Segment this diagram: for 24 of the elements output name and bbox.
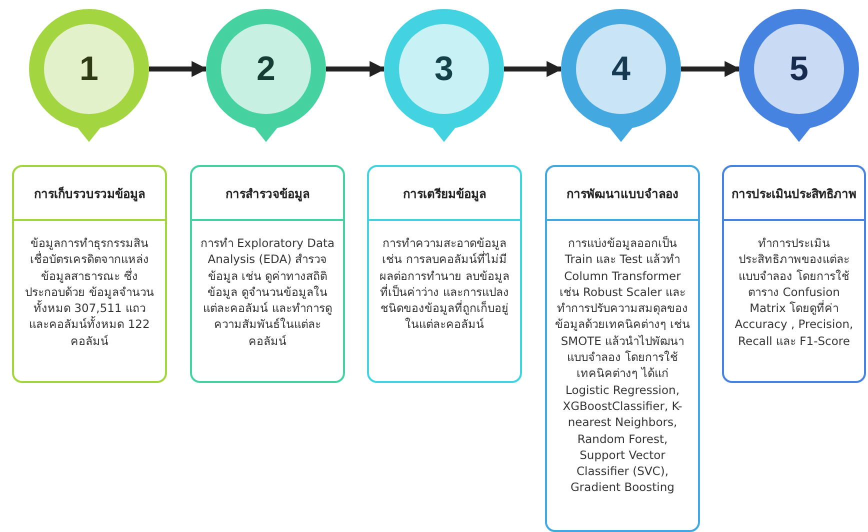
- step-card: [190, 165, 345, 383]
- card-heading: การเตรียมข้อมูล: [403, 186, 486, 202]
- step-number: 4: [610, 49, 632, 89]
- step-number: 3: [434, 49, 454, 89]
- card-heading: การประเมินประสิทธิภาพ: [732, 186, 856, 202]
- card-description: การแบ่งข้อมูลออกเป็น Train และ Test แล้วทำ Column Transformer เช่น Robust Scaler และทำการปรับความสมดุลของข้อมูลด้วยเทคนิคต่างๆ เช่น SMOTE แล้วนำไปพัฒนาแบบจำลอง โดยการใช้เทคนิคต่างๆ ได้แก่ Logistic Regression, XGBoostClassifier, K-nearest Neighbors, Random Forest, Support Vector Classifier (SVC), Gradient Boosting: [555, 235, 690, 496]
- arrow: [504, 61, 563, 77]
- step-card: [722, 165, 866, 383]
- step-card: [545, 165, 700, 532]
- arrow: [681, 61, 741, 77]
- card-heading: การเก็บรวบรวมข้อมูล: [34, 186, 145, 202]
- step-card: [367, 165, 522, 383]
- card-description: การทำความสะอาดข้อมูล เช่น การลบคอลัมน์ที่ไม่มีผลต่อการทำนาย ลบข้อมูลที่เป็นค่าว่าง และการแปลงชนิดของข้อมูลที่ถูกเก็บอยู่ในแต่ละคอลัมน์: [378, 235, 510, 333]
- card-heading: การสำรวจข้อมูล: [226, 186, 310, 202]
- card-description: ข้อมูลการทำธุรกรรมสินเชื่อบัตรเครดิตจากแหล่งข้อมูลสาธารณะ ซึ่งประกอบด้วย ข้อมูลจำนวนทั้งหมด 307,511 แถว และคอลัมน์ทั้งหมด 122 คอลัมน์: [24, 235, 155, 350]
- arrow: [149, 61, 208, 77]
- card-heading: การพัฒนาแบบจำลอง: [566, 186, 678, 202]
- step-card: [12, 165, 167, 383]
- card-description: การทำ Exploratory Data Analysis (EDA) สำรวจข้อมูล เช่น ดูค่าทางสถิติข้อมูล ดูจำนวนข้อมูลในแต่ละคอลัมน์ และทำการดูความสัมพันธ์ในแต่ละคอลัมน์: [200, 235, 335, 350]
- step-number: 1: [78, 49, 100, 89]
- step-number: 5: [788, 49, 810, 89]
- card-description: ทำการประเมินประสิทธิภาพของแต่ละแบบจำลอง โดยการใช้ตาราง Confusion Matrix โดยดูที่ค่า Accuracy , Precision, Recall และ F1-Score: [734, 235, 854, 350]
- step-number: 2: [256, 49, 276, 89]
- arrow: [326, 61, 386, 77]
